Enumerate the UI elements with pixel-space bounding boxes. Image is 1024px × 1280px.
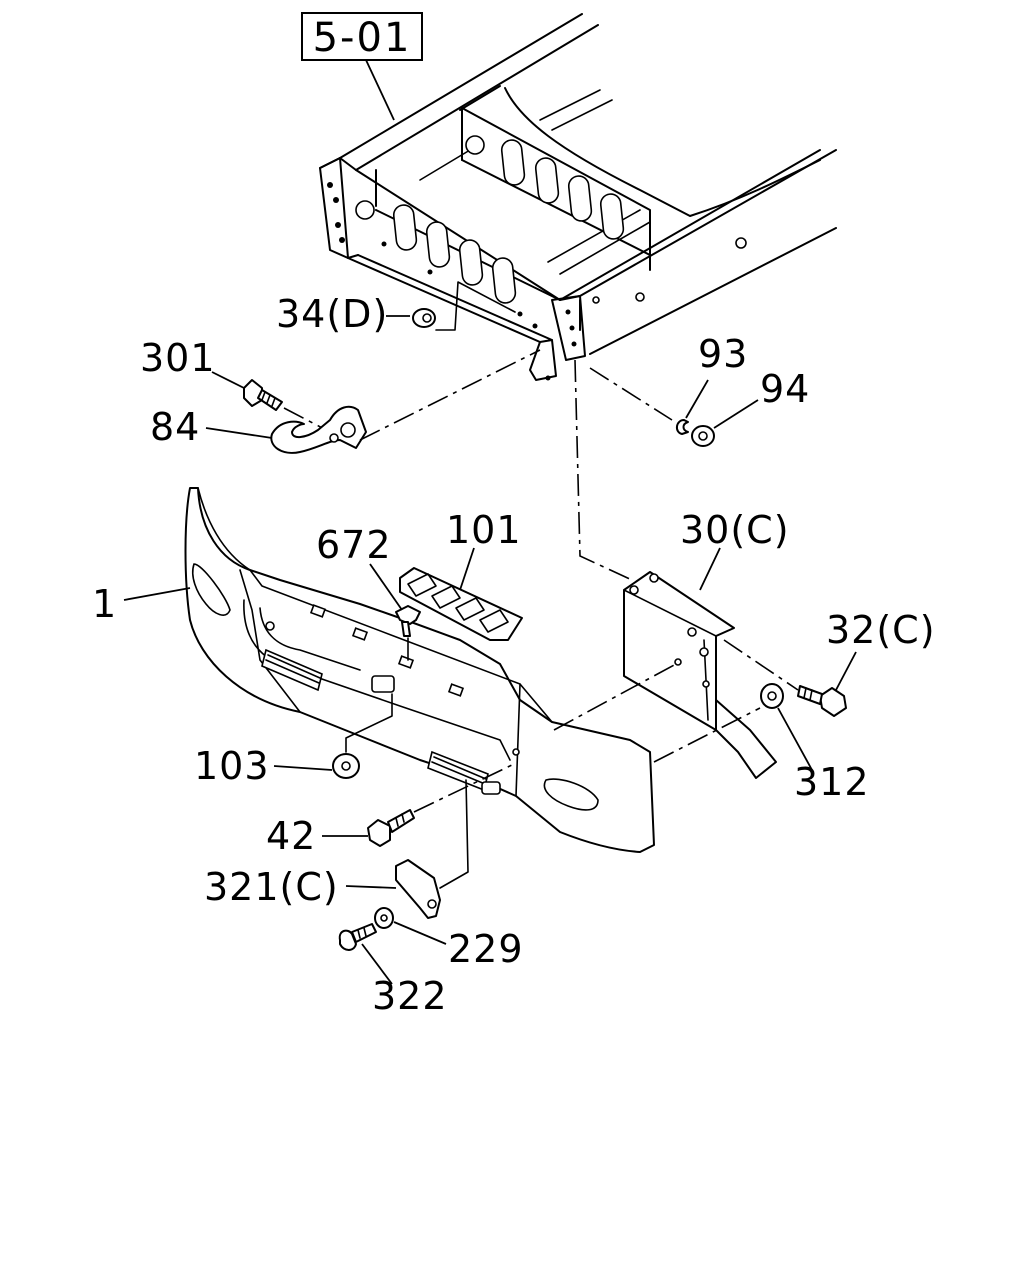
leader-93 <box>685 379 709 419</box>
leader-322 <box>361 943 393 985</box>
assembly-line-frame-bracket <box>574 359 633 581</box>
callout-94[interactable]: 94 <box>760 367 810 411</box>
part-42-bolt[interactable] <box>367 809 415 847</box>
leader-301 <box>211 371 245 389</box>
chassis-frame <box>319 13 837 381</box>
leader-1 <box>123 587 191 601</box>
part-94-nut[interactable] <box>691 425 715 447</box>
part-34d-nut[interactable] <box>412 308 436 328</box>
callout-301[interactable]: 301 <box>140 336 216 380</box>
leader-94 <box>713 399 759 429</box>
callout-1[interactable]: 1 <box>92 582 117 626</box>
leader-229 <box>393 921 447 945</box>
callout-34d[interactable]: 34(D) <box>276 292 388 336</box>
callout-42[interactable]: 42 <box>266 814 316 858</box>
reference-label: 5-01 <box>313 15 412 61</box>
assembly-line-103 <box>345 693 393 753</box>
assembly-line-312 <box>653 707 761 763</box>
part-84-tow-hook[interactable] <box>270 405 367 454</box>
callout-672[interactable]: 672 <box>316 523 392 567</box>
callout-32c[interactable]: 32(C) <box>826 608 936 652</box>
callout-30c[interactable]: 30(C) <box>680 508 790 552</box>
part-103-nut[interactable] <box>332 753 360 779</box>
part-32c-bolt[interactable] <box>797 685 847 717</box>
part-30c-bracket[interactable] <box>623 571 777 779</box>
reference-box[interactable]: 5-01 <box>301 12 423 61</box>
assembly-line-42 <box>413 763 515 813</box>
assembly-line-93-94 <box>589 367 673 421</box>
assembly-line-34d <box>435 281 516 331</box>
leader-321c <box>345 885 397 889</box>
callout-321c[interactable]: 321(C) <box>204 865 339 909</box>
part-229-washer[interactable] <box>374 907 394 929</box>
reference-leader <box>365 59 395 121</box>
assembly-line-bumper-bracket <box>553 663 677 731</box>
callout-93[interactable]: 93 <box>698 332 748 376</box>
callout-101[interactable]: 101 <box>446 508 522 552</box>
leader-30c <box>699 547 721 591</box>
assembly-line-84 <box>359 349 541 441</box>
part-322-screw[interactable] <box>338 923 377 951</box>
leader-672 <box>369 563 403 611</box>
leader-101 <box>459 547 475 591</box>
leader-32c <box>835 651 857 691</box>
part-321c-stay[interactable] <box>395 859 441 919</box>
leader-103 <box>273 765 333 771</box>
leader-84 <box>205 427 273 439</box>
part-1-bumper[interactable] <box>184 487 655 853</box>
part-93-washer[interactable] <box>676 419 689 435</box>
callout-312[interactable]: 312 <box>794 760 870 804</box>
part-301-bolt[interactable] <box>243 379 283 411</box>
callout-103[interactable]: 103 <box>194 744 270 788</box>
assembly-line-32c <box>723 639 799 691</box>
callout-229[interactable]: 229 <box>448 927 524 971</box>
callout-84[interactable]: 84 <box>150 405 200 449</box>
part-672-clip[interactable] <box>395 605 421 637</box>
part-312-nut[interactable] <box>760 683 784 709</box>
assembly-line-321c <box>439 779 469 889</box>
callout-322[interactable]: 322 <box>372 974 448 1018</box>
part-101-grille[interactable] <box>399 567 523 641</box>
leader-312 <box>777 707 813 771</box>
